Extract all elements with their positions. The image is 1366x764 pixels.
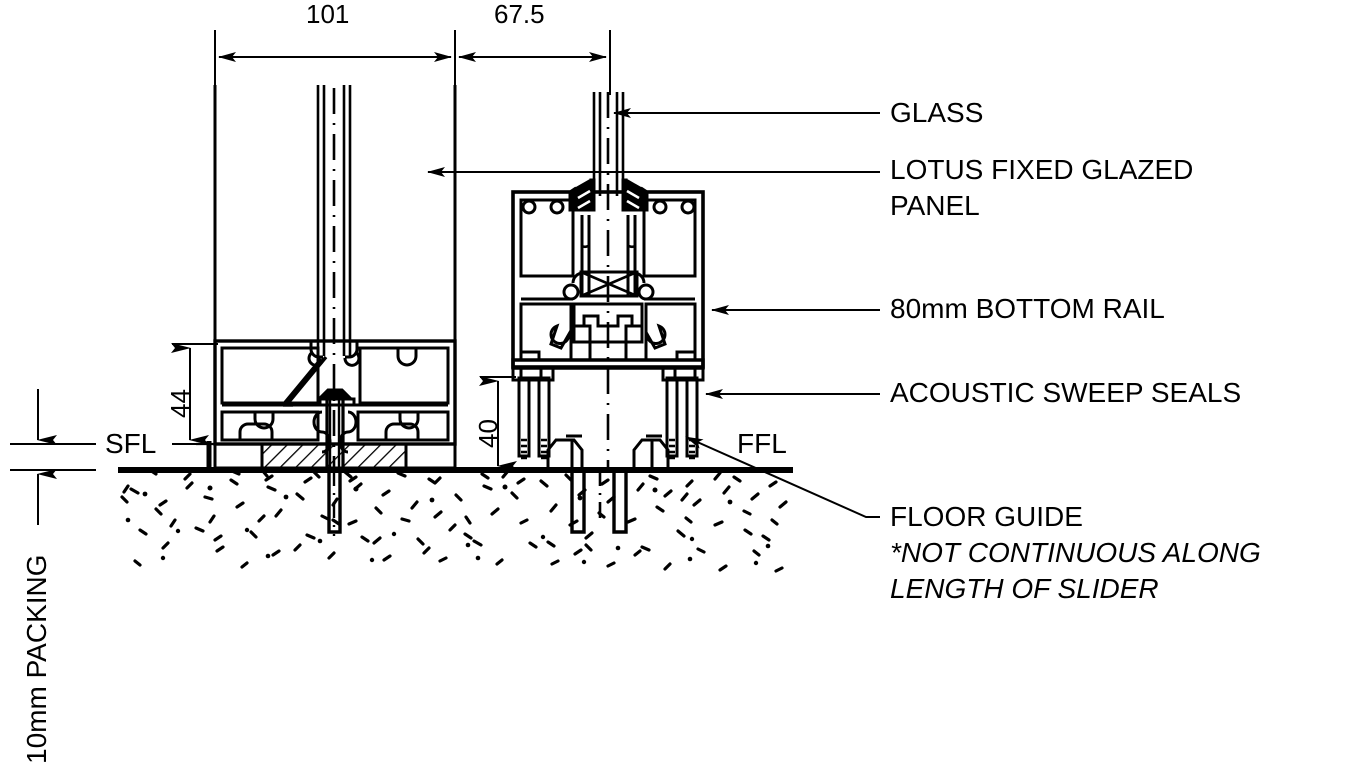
dimension-40 [479,376,517,471]
callout-glass-label: GLASS [890,97,984,128]
left-glass-unit [316,85,352,356]
callout-sweep-seals-label: ACOUSTIC SWEEP SEALS [890,377,1242,408]
callout-lotus-panel-line1: LOTUS FIXED GLAZED [890,154,1194,185]
fixed-glazed-panel-assembly [511,92,705,470]
dimension-label-44: 44 [165,389,195,418]
callout-bottom-rail-label: 80mm BOTTOM RAIL [890,293,1165,324]
floor-guide [546,434,670,534]
sfl-label: SFL [105,428,157,459]
leader-floor-guide [685,436,880,518]
dimension-44 [171,343,218,445]
concrete-aggregate-dots [125,484,771,566]
dimension-label-40: 40 [473,419,503,448]
dimension-label-67-5: 67.5 [494,0,545,29]
concrete-slab [120,470,788,573]
dimension-label-101: 101 [306,0,350,29]
packing-shim [213,442,457,470]
left-sliding-panel [213,85,457,536]
top-dimension-line [214,30,611,95]
callout-floor-guide-line3: LENGTH OF SLIDER [890,573,1159,604]
packing-label: 10mm PACKING [21,554,52,764]
concrete-speckle-hatch [120,470,788,573]
setting-block [579,270,639,298]
callout-leaders [427,108,880,518]
callout-lotus-panel-line2: PANEL [890,190,980,221]
callout-floor-guide-line2: *NOT CONTINUOUS ALONG [890,537,1261,568]
sfl-line-group [196,441,215,470]
ffl-label: FFL [737,428,787,459]
callout-floor-guide-line1: FLOOR GUIDE [890,501,1083,532]
dimension-10mm-packing [10,389,96,525]
